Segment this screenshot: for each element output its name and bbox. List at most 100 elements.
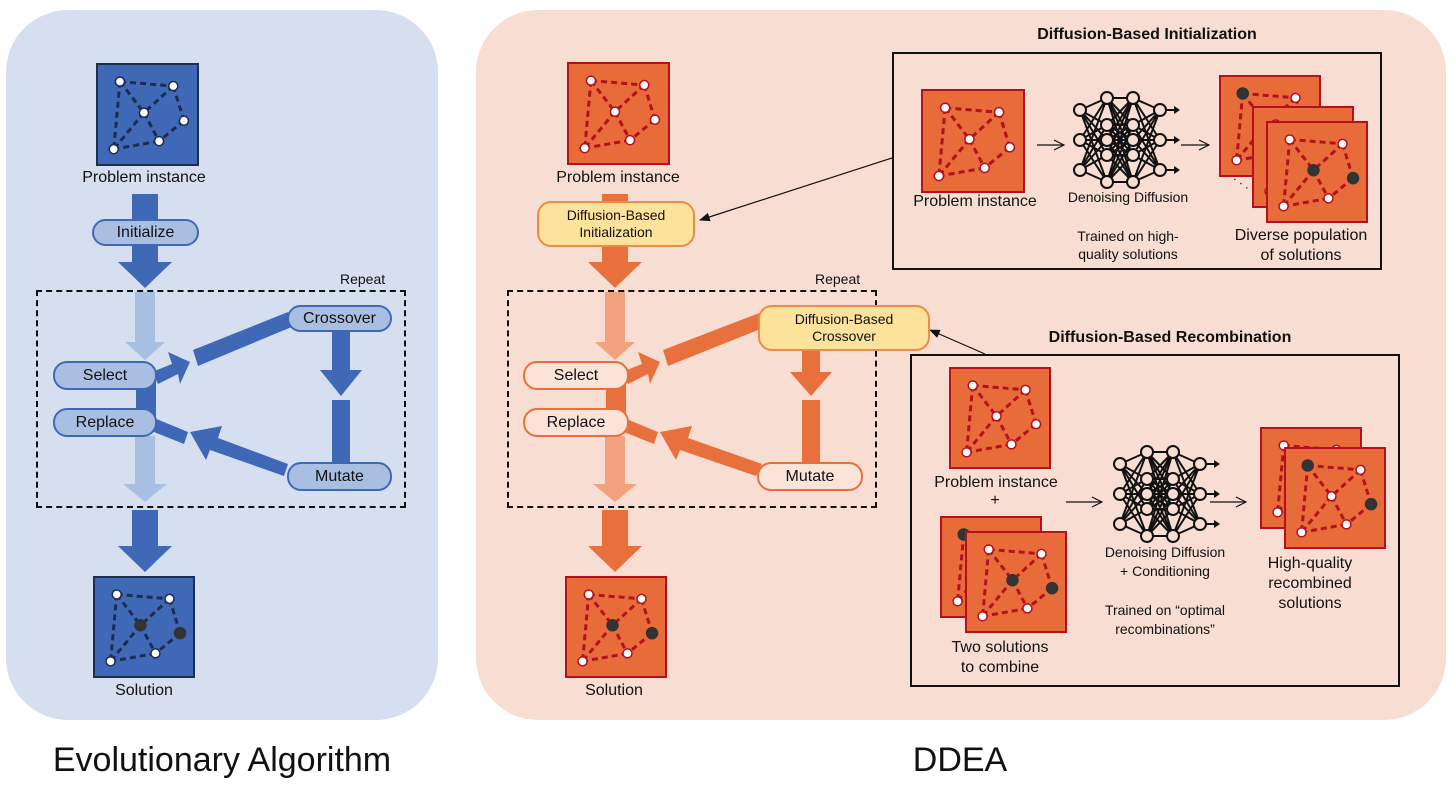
graph-edge bbox=[158, 119, 185, 143]
graph-node bbox=[609, 106, 621, 118]
ddea-select-step[interactable]: Select bbox=[523, 361, 629, 390]
init-model-label: Denoising Diffusion bbox=[1067, 189, 1189, 205]
ddea-arrow-solution-head bbox=[588, 546, 642, 572]
nn-connection bbox=[1146, 451, 1174, 495]
nn-neuron bbox=[1140, 529, 1154, 543]
nn-output-head bbox=[1174, 166, 1180, 174]
graph-node bbox=[1036, 548, 1047, 560]
ea-arrow-loop-in bbox=[135, 292, 155, 342]
graph-node-selected bbox=[1045, 581, 1059, 595]
graph-edge bbox=[113, 139, 160, 151]
graph-node bbox=[939, 102, 951, 114]
nn-neuron bbox=[1073, 163, 1087, 177]
nn-connection bbox=[1106, 124, 1134, 183]
graph-edge bbox=[112, 111, 146, 151]
init-population-graph-icon-3 bbox=[1266, 121, 1368, 223]
ea-mutate-step[interactable]: Mutate bbox=[287, 462, 392, 491]
nn-neuron bbox=[1113, 457, 1127, 471]
nn-output-head bbox=[1214, 460, 1220, 468]
nn-neuron bbox=[1126, 118, 1140, 132]
graph-node bbox=[138, 107, 150, 119]
recomb-parents-line1: Two solutions bbox=[951, 639, 1049, 656]
graph-node bbox=[1020, 384, 1031, 396]
graph-edge bbox=[581, 594, 591, 662]
graph-edge bbox=[1242, 91, 1296, 100]
ea-arrow-loop-out bbox=[135, 436, 155, 484]
graph-edge bbox=[972, 383, 1026, 392]
graph-edge bbox=[1341, 143, 1355, 179]
graph-edge bbox=[981, 549, 991, 617]
recomb-detail-box bbox=[910, 354, 1400, 687]
ddea-crossover-line2: Crossover bbox=[812, 328, 876, 344]
ddea-replace-step[interactable]: Replace bbox=[523, 408, 629, 437]
ddea-arrow-loop-out bbox=[605, 436, 625, 484]
ea-arrow-loop-in-head bbox=[125, 342, 165, 360]
graph-edge bbox=[1282, 169, 1315, 208]
nn-connection bbox=[1079, 124, 1108, 171]
ea-initialize-step[interactable]: Initialize bbox=[92, 219, 199, 246]
graph-edge bbox=[1306, 464, 1333, 498]
ddea-init-step[interactable]: Diffusion-Based Initialization bbox=[537, 201, 695, 247]
ea-crossover-step[interactable]: Crossover bbox=[287, 305, 392, 332]
graph-edge bbox=[112, 81, 122, 150]
nn-neuron bbox=[1100, 175, 1114, 189]
recomb-model-line1: Denoising Diffusion bbox=[1104, 544, 1226, 560]
nn-connection bbox=[1106, 139, 1134, 183]
ddea-arrows bbox=[588, 194, 832, 572]
ddea-arrow-mutate-up bbox=[802, 400, 820, 464]
ddea-arrow-to-solution bbox=[602, 510, 628, 546]
ddea-crossover-step[interactable]: Diffusion-Based Crossover bbox=[758, 305, 930, 351]
ddea-arrow-loop-in-head bbox=[595, 342, 635, 360]
graph-node bbox=[114, 76, 126, 87]
ddea-mutate-step[interactable]: Mutate bbox=[757, 462, 863, 491]
nn-connection bbox=[1119, 493, 1148, 537]
nn-neuron bbox=[1153, 163, 1167, 177]
graph-edge bbox=[1235, 123, 1268, 162]
init-neural-network-icon bbox=[1073, 91, 1180, 189]
graph-node bbox=[167, 80, 179, 92]
graph-edge bbox=[116, 592, 170, 601]
nn-neuron bbox=[1126, 133, 1140, 147]
recomb-parents-label: Two solutions to combine bbox=[930, 638, 1070, 678]
ea-solution-graph-icon bbox=[93, 576, 195, 678]
nn-neuron bbox=[1100, 118, 1114, 132]
graph-edge bbox=[109, 624, 142, 663]
graph-edge bbox=[1300, 465, 1310, 533]
init-problem-label: Problem instance bbox=[913, 193, 1037, 210]
nn-neuron bbox=[1140, 472, 1154, 486]
graph-edge bbox=[937, 138, 971, 177]
graph-edge bbox=[1288, 138, 1315, 172]
nn-connection bbox=[1106, 97, 1134, 141]
init-output-label: Diverse population of solutions bbox=[1218, 226, 1384, 266]
graph-edge bbox=[938, 166, 985, 178]
nn-neuron bbox=[1193, 487, 1207, 501]
ea-arrow-to-crossover bbox=[193, 312, 294, 366]
init-connector-arrow bbox=[698, 157, 893, 222]
graph-edge bbox=[1289, 137, 1343, 146]
graph-node-selected bbox=[173, 626, 187, 640]
graph-node bbox=[1337, 138, 1348, 150]
ea-select-step[interactable]: Select bbox=[53, 361, 157, 390]
graph-edge bbox=[943, 106, 971, 141]
ddea-title: DDEA bbox=[912, 741, 1008, 779]
ddea-solution-label: Solution bbox=[585, 682, 643, 699]
graph-node bbox=[108, 143, 120, 155]
nn-neuron bbox=[1100, 91, 1114, 105]
graph-edge bbox=[587, 593, 614, 627]
nn-neuron bbox=[1100, 133, 1114, 147]
ddea-init-line2: Initialization bbox=[579, 224, 653, 240]
ea-solution-label: Solution bbox=[115, 682, 173, 699]
graph-edge bbox=[142, 112, 161, 142]
nn-neuron bbox=[1073, 103, 1087, 117]
recomb-output-graph-icon-2 bbox=[1284, 447, 1386, 549]
ea-replace-step[interactable]: Replace bbox=[53, 408, 157, 437]
ea-arrow-select-out bbox=[152, 352, 190, 384]
recomb-output-line1: High-quality bbox=[1267, 555, 1353, 572]
nn-neuron bbox=[1153, 133, 1167, 147]
ddea-arrow-replace-in bbox=[624, 418, 658, 444]
graph-node bbox=[991, 410, 1002, 422]
graph-node bbox=[111, 589, 122, 600]
nn-connection bbox=[1079, 97, 1108, 171]
nn-neuron bbox=[1166, 502, 1180, 516]
